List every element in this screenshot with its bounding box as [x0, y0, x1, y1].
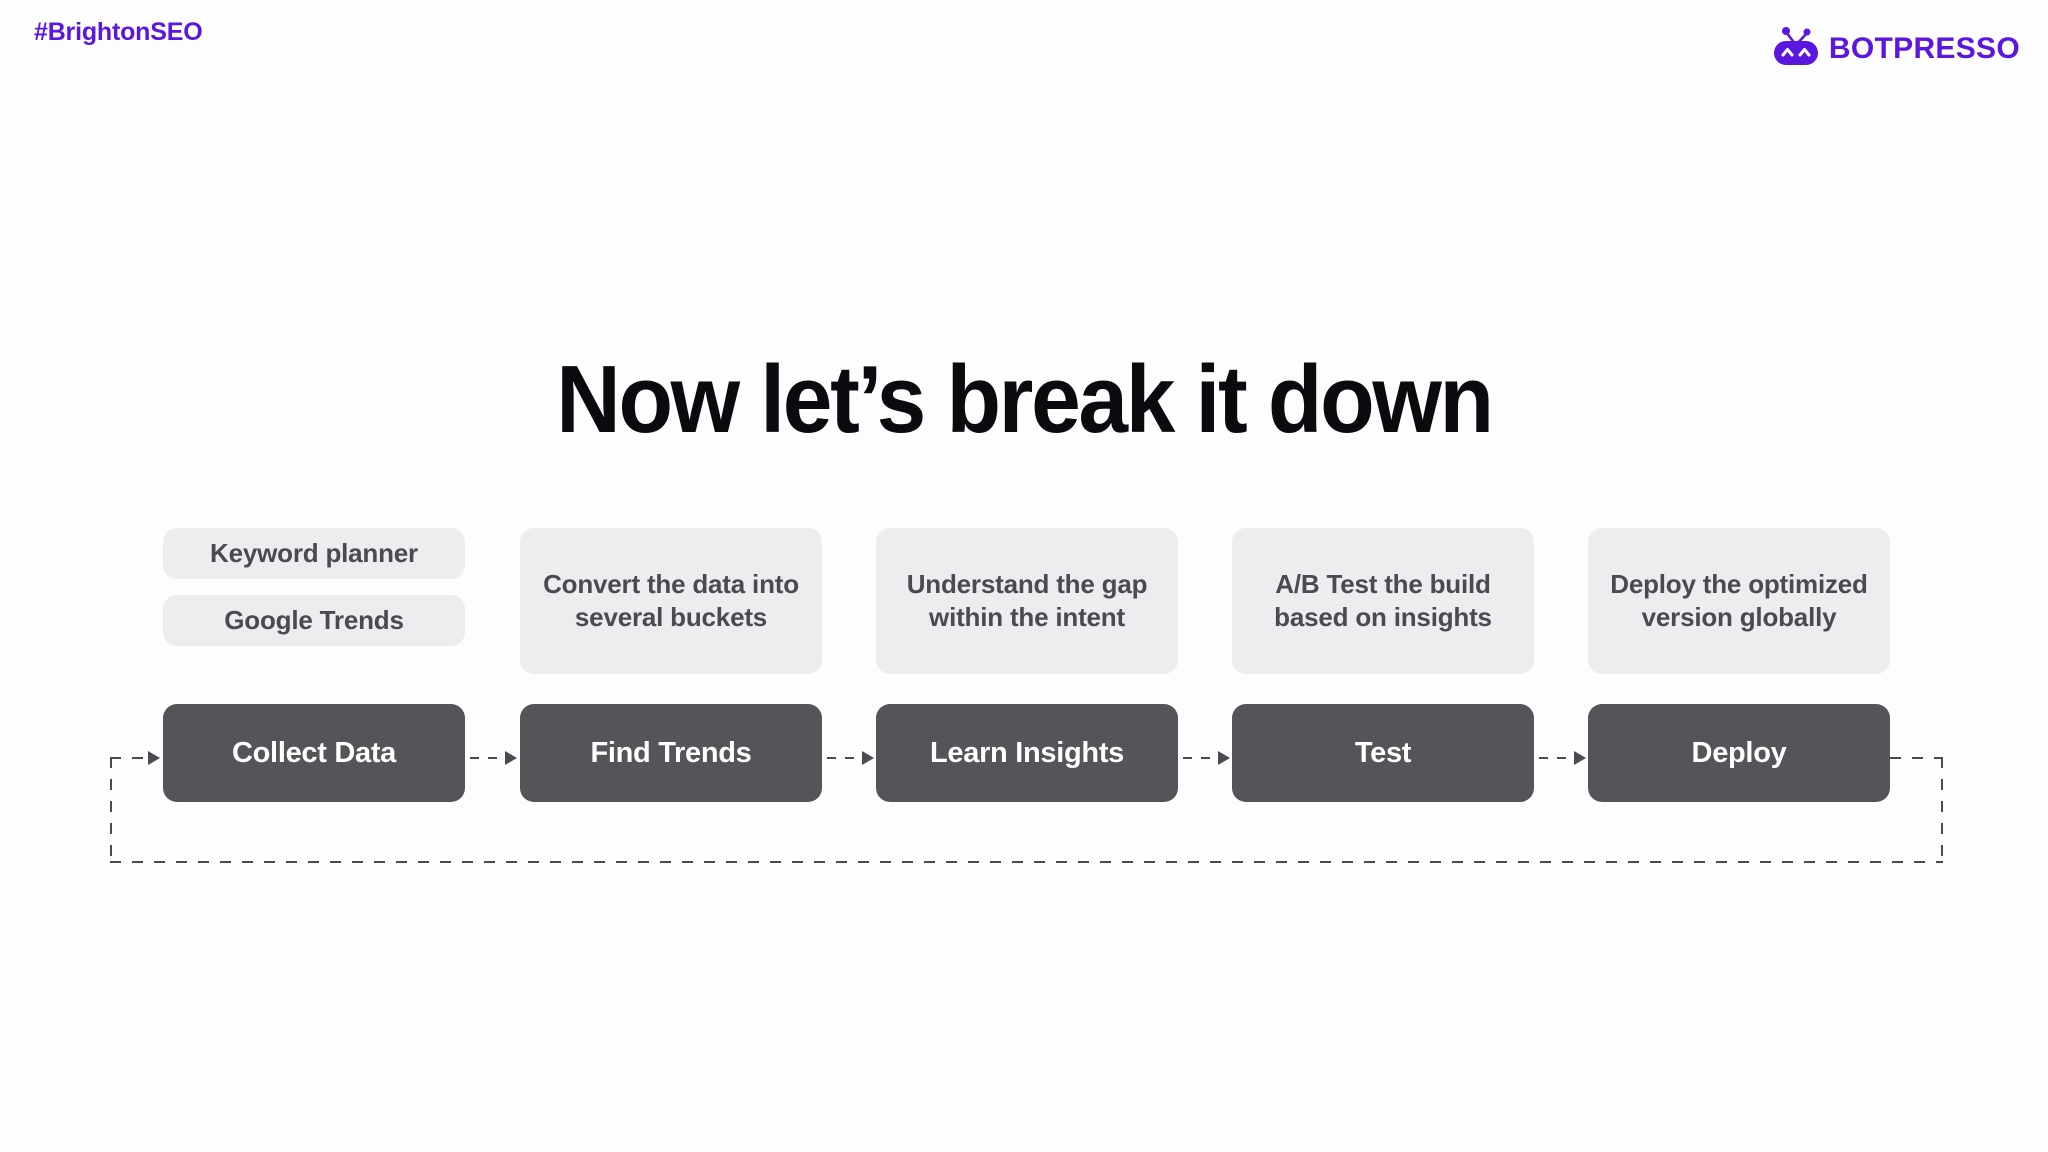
detail-column-4: A/B Test the build based on insights — [1232, 528, 1534, 674]
detail-box[interactable]: Google Trends — [163, 595, 465, 646]
page-title: Now let’s break it down — [556, 346, 1494, 454]
connector-arrow-1-2 — [505, 751, 517, 765]
detail-box[interactable]: Keyword planner — [163, 528, 465, 579]
connector-2-3 — [827, 757, 863, 759]
detail-box[interactable]: A/B Test the build based on insights — [1232, 528, 1534, 674]
stage-box-deploy[interactable]: Deploy — [1588, 704, 1890, 802]
feedback-loop-bottom — [110, 861, 1943, 863]
connector-1-2 — [470, 757, 506, 759]
brand-wordmark: BOTPRESSO — [1828, 31, 2020, 65]
connector-arrow-4-5 — [1574, 751, 1586, 765]
stage-box-test[interactable]: Test — [1232, 704, 1534, 802]
feedback-loop-arrow — [148, 751, 160, 765]
feedback-loop-left-up — [110, 757, 112, 863]
detail-box[interactable]: Understand the gap within the intent — [876, 528, 1178, 674]
detail-column-5: Deploy the optimized version globally — [1588, 528, 1890, 674]
feedback-loop-top-right — [1890, 757, 1943, 759]
feedback-loop-right-down — [1941, 757, 1943, 863]
event-hashtag: #BrightonSEO — [34, 18, 203, 46]
robot-head-icon — [1773, 26, 1819, 71]
connector-arrow-3-4 — [1218, 751, 1230, 765]
detail-column-1: Keyword planner Google Trends — [163, 528, 465, 646]
stage-box-learn-insights[interactable]: Learn Insights — [876, 704, 1178, 802]
detail-box[interactable]: Convert the data into several buckets — [520, 528, 822, 674]
detail-column-2: Convert the data into several buckets — [520, 528, 822, 674]
botpresso-logo: BOTPRESSO — [1773, 26, 2020, 71]
stage-box-find-trends[interactable]: Find Trends — [520, 704, 822, 802]
detail-box[interactable]: Deploy the optimized version globally — [1588, 528, 1890, 674]
feedback-loop-top-left — [110, 757, 148, 759]
connector-arrow-2-3 — [862, 751, 874, 765]
connector-4-5 — [1539, 757, 1575, 759]
detail-column-3: Understand the gap within the intent — [876, 528, 1178, 674]
connector-3-4 — [1183, 757, 1219, 759]
stage-box-collect-data[interactable]: Collect Data — [163, 704, 465, 802]
